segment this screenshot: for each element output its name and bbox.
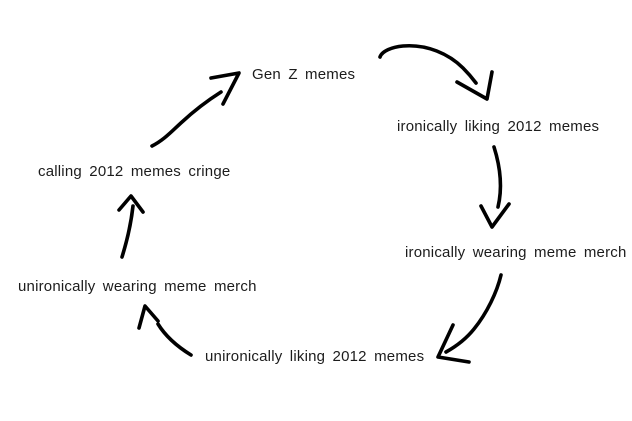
arrow-unironically-wearing-to-calling-cringe xyxy=(117,194,145,259)
arrow-shaft xyxy=(378,43,478,85)
arrowhead-icon xyxy=(436,323,471,364)
arrow-shaft xyxy=(492,145,503,209)
arrow-shaft xyxy=(156,322,193,357)
arrowhead-icon xyxy=(479,202,511,229)
arrowhead-icon xyxy=(455,70,494,101)
arrowhead-icon xyxy=(209,71,241,106)
arrow-ironically-wearing-to-unironically-liking xyxy=(436,273,503,364)
arrowhead-icon xyxy=(137,304,160,330)
arrow-calling-cringe-to-genz xyxy=(150,71,241,148)
node-unironically-liking-2012-memes: unironically liking 2012 memes xyxy=(205,348,425,365)
node-gen-z-memes: Gen Z memes xyxy=(252,66,356,83)
node-ironically-liking-2012-memes: ironically liking 2012 memes xyxy=(397,118,600,135)
node-calling-2012-memes-cringe: calling 2012 memes cringe xyxy=(38,163,231,180)
node-unironically-wearing-meme-merch: unironically wearing meme merch xyxy=(18,278,257,295)
arrowhead-icon xyxy=(117,194,145,214)
arrow-shaft xyxy=(150,90,223,148)
arrow-genz-to-ironically-liking xyxy=(378,43,494,101)
arrow-shaft xyxy=(120,204,135,259)
arrow-ironically-liking-to-ironically-wearing xyxy=(479,145,511,229)
arrow-shaft xyxy=(444,273,503,354)
arrow-unironically-liking-to-unironically-wearing xyxy=(137,304,193,357)
node-ironically-wearing-meme-merch: ironically wearing meme merch xyxy=(405,244,627,261)
